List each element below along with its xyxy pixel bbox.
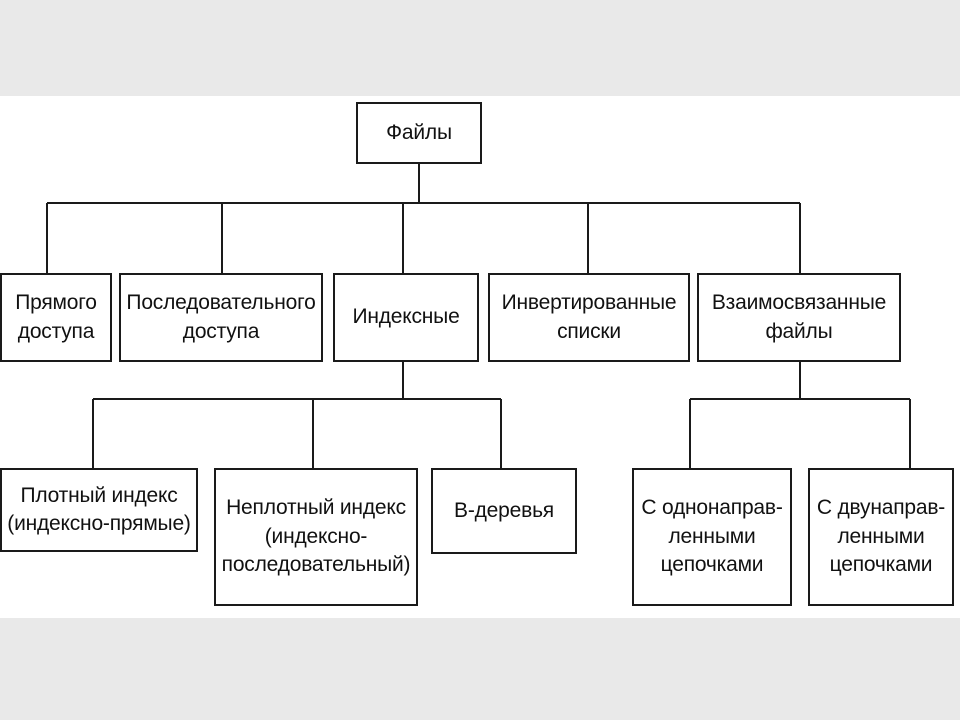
node-indexed-label: Индексные — [352, 305, 460, 329]
node-inverted-lists-label: Инвертированные списки — [501, 291, 677, 343]
node-one-way-chains: С однонаправ- ленными цепочками — [632, 468, 792, 606]
node-linked-files: Взаимосвязанные файлы — [697, 273, 901, 362]
diagram-canvas: Файлы Прямого доступа Последовательного … — [0, 96, 960, 618]
node-linked-files-label: Взаимосвязанные файлы — [711, 291, 887, 343]
connector-lines — [46, 164, 911, 468]
node-sparse-index-label: Неплотный индекс (индексно- последовател… — [221, 496, 411, 577]
node-two-way-chains: С двунаправ- ленными цепочками — [808, 468, 954, 606]
node-direct-access-label: Прямого доступа — [15, 291, 97, 343]
node-dense-index-label: Плотный индекс (индексно-прямые) — [7, 483, 191, 535]
node-inverted-lists: Инвертированные списки — [488, 273, 690, 362]
node-one-way-chains-label: С однонаправ- ленными цепочками — [641, 496, 783, 577]
node-indexed: Индексные — [333, 273, 479, 362]
node-sparse-index: Неплотный индекс (индексно- последовател… — [214, 468, 418, 606]
node-sequential-access-label: Последовательного доступа — [126, 291, 316, 343]
node-files: Файлы — [356, 102, 482, 164]
node-b-trees: B-деревья — [431, 468, 577, 554]
node-direct-access: Прямого доступа — [0, 273, 112, 362]
node-dense-index: Плотный индекс (индексно-прямые) — [0, 468, 198, 552]
node-two-way-chains-label: С двунаправ- ленными цепочками — [816, 496, 946, 577]
node-sequential-access: Последовательного доступа — [119, 273, 323, 362]
node-b-trees-label: B-деревья — [454, 498, 554, 522]
node-files-label: Файлы — [386, 120, 452, 144]
